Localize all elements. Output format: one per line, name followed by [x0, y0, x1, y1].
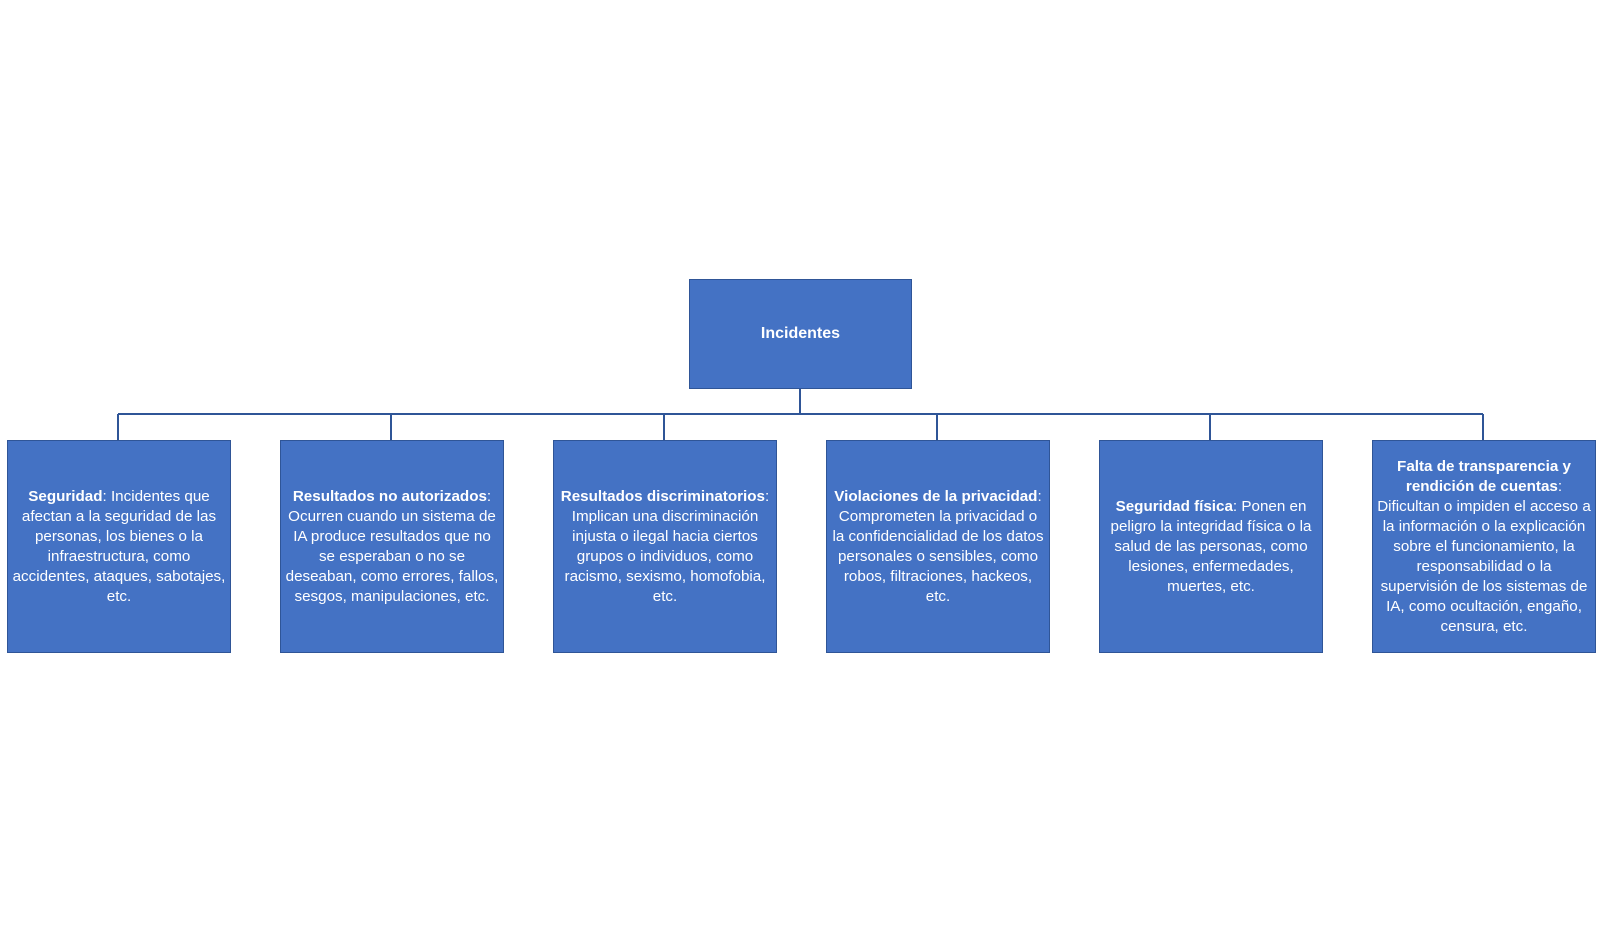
child-text: : Dificultan o impiden el acceso a la in… [1377, 477, 1591, 635]
root-label: Incidentes [760, 325, 841, 342]
child-title: Falta de transparencia y rendición de cu… [1397, 457, 1571, 495]
child-node-falta-transparencia: Falta de transparencia y rendición de cu… [1372, 440, 1596, 653]
root-node: Incidentes [689, 279, 912, 389]
child-node-resultados-no-autorizados: Resultados no autorizados: Ocurren cuand… [280, 440, 504, 653]
child-text: : Ocurren cuando un sistema de IA produc… [285, 487, 499, 605]
child-node-resultados-discriminatorios: Resultados discriminatorios: Implican un… [553, 440, 777, 653]
child-node-seguridad-fisica: Seguridad física: Ponen en peligro la in… [1099, 440, 1323, 653]
child-title: Resultados no autorizados [292, 487, 487, 505]
child-title: Violaciones de la privacidad [834, 487, 1038, 505]
child-title: Seguridad física [1115, 497, 1233, 515]
child-node-violaciones-privacidad: Violaciones de la privacidad: Compromete… [826, 440, 1050, 653]
child-text: : Implican una discriminación injusta o … [564, 487, 770, 605]
child-text: : Comprometen la privacidad o la confide… [832, 487, 1044, 605]
child-title: Seguridad [28, 487, 103, 505]
child-node-seguridad: Seguridad: Incidentes que afectan a la s… [7, 440, 231, 653]
child-text: : Ponen en peligro la integridad física … [1110, 497, 1312, 595]
child-title: Resultados discriminatorios [560, 487, 765, 505]
child-text: : Incidentes que afectan a la seguridad … [12, 487, 226, 605]
